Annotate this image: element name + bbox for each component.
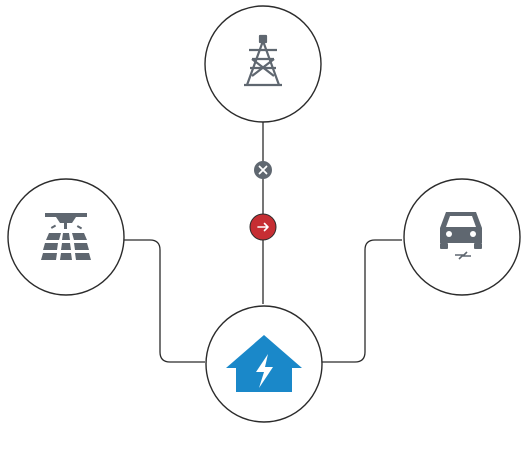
- smart-home-icon: [226, 335, 302, 392]
- close-icon: [258, 165, 268, 175]
- node-grid: [204, 5, 322, 123]
- electric-car-icon: [440, 212, 482, 260]
- solar-panel-icon: [41, 213, 91, 260]
- arrow-right-icon: [257, 222, 269, 232]
- node-solar: [7, 178, 125, 296]
- node-ev: [403, 178, 521, 296]
- disconnected-status-icon[interactable]: [254, 161, 272, 179]
- power-tower-icon: [244, 34, 282, 87]
- flow-direction-icon[interactable]: [249, 213, 277, 241]
- connector-solar-home: [124, 239, 205, 363]
- connectors: [124, 122, 402, 363]
- node-home: [205, 305, 323, 423]
- connector-home-ev: [322, 239, 402, 363]
